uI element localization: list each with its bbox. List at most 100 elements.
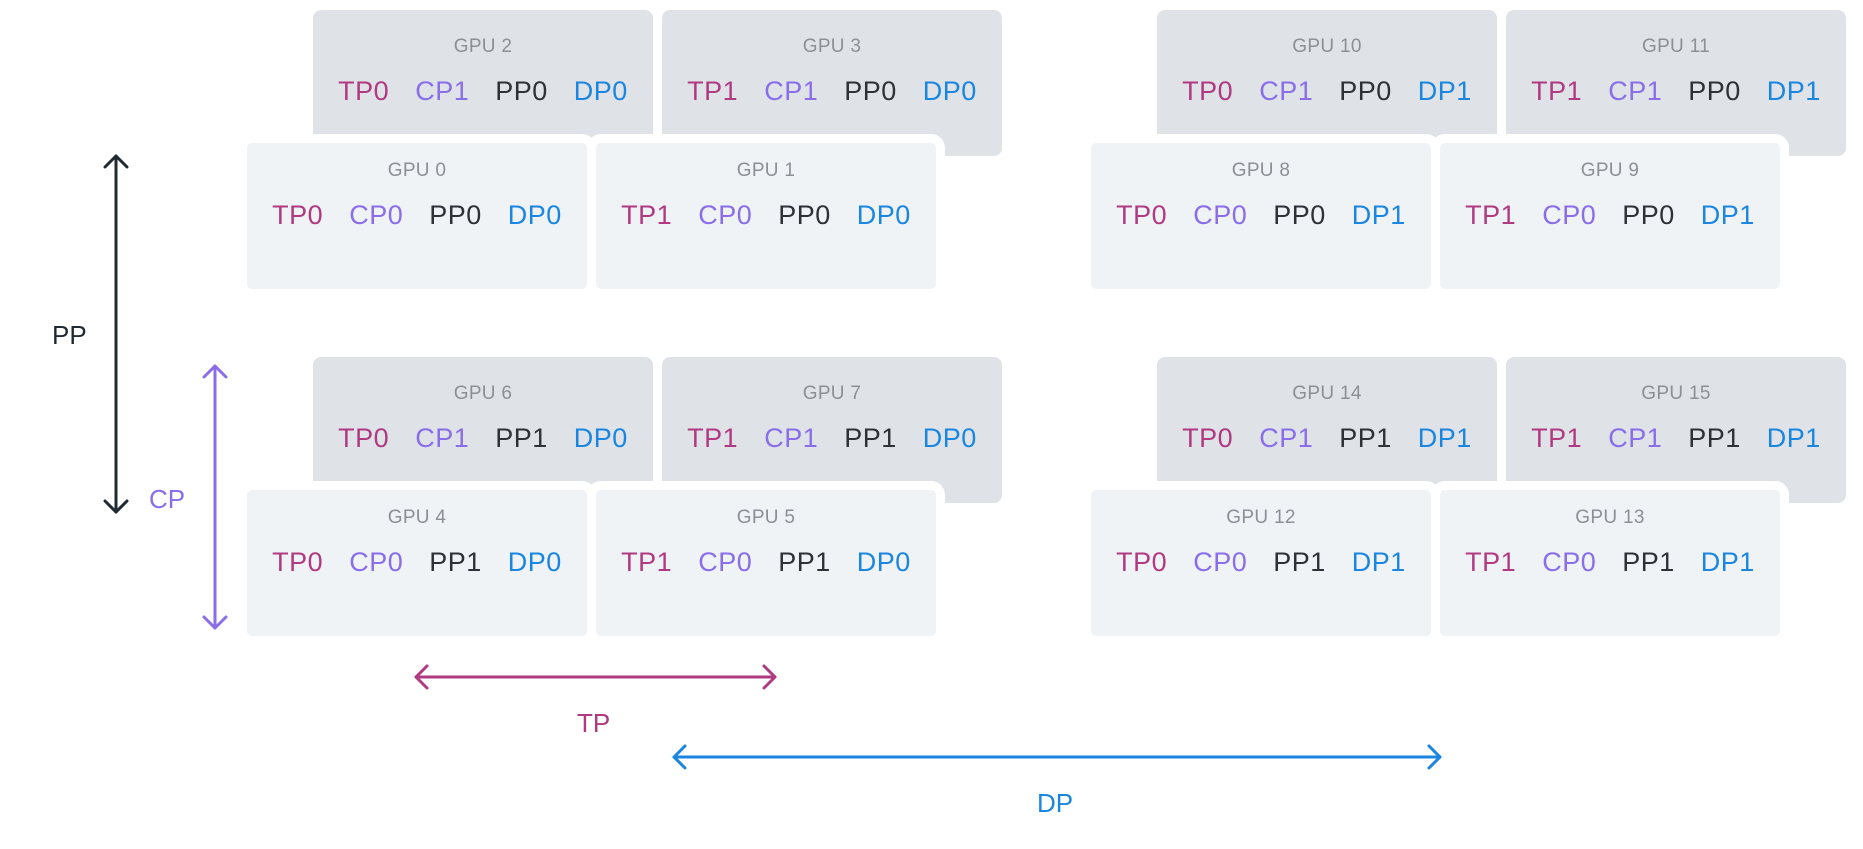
gpu-title: GPU 1: [736, 160, 796, 181]
gpu-title: GPU 0: [387, 160, 447, 181]
rank-tag-tp: TP1: [687, 76, 739, 106]
rank-tag-pp: PP0: [844, 76, 897, 106]
rank-tag-dp: DP0: [922, 76, 977, 106]
dp-arrow: [672, 744, 1442, 770]
gpu-3-card: GPU 3 TP1 CP1 PP0 DP0: [662, 10, 1002, 156]
gpu-title: GPU 14: [1292, 383, 1362, 404]
gpu-rank-tags: TP0 CP1 PP0 DP1: [1157, 76, 1497, 107]
gpu-title: GPU 5: [736, 507, 796, 528]
rank-tag-pp: PP1: [844, 423, 897, 453]
rank-tag-tp: TP0: [272, 547, 324, 577]
rank-tag-dp: DP1: [1766, 76, 1821, 106]
rank-tag-pp: PP1: [1688, 423, 1741, 453]
rank-tag-cp: CP1: [415, 423, 470, 453]
rank-tag-tp: TP1: [1465, 200, 1517, 230]
gpu-5-card: GPU 5 TP1 CP0 PP1 DP0: [587, 481, 945, 645]
rank-tag-tp: TP1: [1465, 547, 1517, 577]
rank-tag-tp: TP1: [621, 547, 673, 577]
rank-tag-pp: PP0: [1339, 76, 1392, 106]
gpu-title: GPU 9: [1580, 160, 1640, 181]
rank-tag-cp: CP0: [698, 200, 753, 230]
gpu-14-card: GPU 14 TP0 CP1 PP1 DP1: [1157, 357, 1497, 503]
gpu-rank-tags: TP1 CP0 PP1 DP1: [1440, 547, 1780, 578]
gpu-title: GPU 3: [802, 36, 862, 57]
rank-tag-dp: DP0: [573, 423, 628, 453]
rank-tag-dp: DP1: [1417, 423, 1472, 453]
rank-tag-tp: TP0: [338, 76, 390, 106]
gpu-title: GPU 10: [1292, 36, 1362, 57]
rank-tag-dp: DP1: [1766, 423, 1821, 453]
pp-axis-label: PP: [52, 320, 87, 350]
rank-tag-cp: CP0: [698, 547, 753, 577]
rank-tag-cp: CP0: [1193, 547, 1248, 577]
rank-tag-cp: CP1: [1608, 76, 1663, 106]
rank-tag-pp: PP1: [1273, 547, 1326, 577]
rank-tag-dp: DP1: [1417, 76, 1472, 106]
rank-tag-tp: TP0: [1116, 200, 1168, 230]
rank-tag-dp: DP1: [1351, 547, 1406, 577]
rank-tag-pp: PP0: [495, 76, 548, 106]
gpu-rank-tags: TP0 CP0 PP1 DP0: [247, 547, 587, 578]
gpu-10-card: GPU 10 TP0 CP1 PP0 DP1: [1157, 10, 1497, 156]
rank-tag-tp: TP0: [338, 423, 390, 453]
rank-tag-dp: DP0: [507, 200, 562, 230]
rank-tag-cp: CP0: [1193, 200, 1248, 230]
rank-tag-cp: CP1: [764, 76, 819, 106]
pp-arrow: [103, 154, 129, 514]
rank-tag-pp: PP1: [1622, 547, 1675, 577]
gpu-4-card: GPU 4 TP0 CP0 PP1 DP0: [238, 481, 596, 645]
gpu-13-card: GPU 13 TP1 CP0 PP1 DP1: [1431, 481, 1789, 645]
gpu-rank-tags: TP0 CP0 PP1 DP1: [1091, 547, 1431, 578]
rank-tag-cp: CP0: [349, 547, 404, 577]
gpu-title: GPU 13: [1575, 507, 1645, 528]
rank-tag-cp: CP0: [1542, 547, 1597, 577]
rank-tag-pp: PP0: [429, 200, 482, 230]
rank-tag-tp: TP1: [687, 423, 739, 453]
gpu-rank-tags: TP1 CP1 PP0 DP0: [662, 76, 1002, 107]
rank-tag-cp: CP1: [1259, 423, 1314, 453]
rank-tag-dp: DP0: [922, 423, 977, 453]
rank-tag-dp: DP0: [573, 76, 628, 106]
rank-tag-pp: PP0: [1622, 200, 1675, 230]
rank-tag-dp: DP0: [856, 200, 911, 230]
rank-tag-cp: CP1: [415, 76, 470, 106]
cp-arrow: [202, 364, 228, 630]
rank-tag-dp: DP0: [856, 547, 911, 577]
rank-tag-pp: PP1: [778, 547, 831, 577]
rank-tag-cp: CP1: [1608, 423, 1663, 453]
rank-tag-pp: PP1: [429, 547, 482, 577]
rank-tag-pp: PP1: [1339, 423, 1392, 453]
rank-tag-tp: TP0: [1116, 547, 1168, 577]
tp-arrow: [414, 664, 777, 690]
rank-tag-dp: DP0: [507, 547, 562, 577]
rank-tag-cp: CP0: [1542, 200, 1597, 230]
gpu-title: GPU 7: [802, 383, 862, 404]
gpu-rank-tags: TP0 CP1 PP1 DP1: [1157, 423, 1497, 454]
rank-tag-tp: TP1: [621, 200, 673, 230]
rank-tag-dp: DP1: [1700, 547, 1755, 577]
gpu-title: GPU 4: [387, 507, 447, 528]
rank-tag-cp: CP1: [1259, 76, 1314, 106]
gpu-title: GPU 6: [453, 383, 513, 404]
rank-tag-tp: TP0: [1182, 76, 1234, 106]
rank-tag-tp: TP0: [1182, 423, 1234, 453]
gpu-title: GPU 11: [1642, 36, 1710, 57]
rank-tag-pp: PP1: [495, 423, 548, 453]
gpu-title: GPU 2: [453, 36, 513, 57]
rank-tag-tp: TP1: [1531, 423, 1583, 453]
rank-tag-pp: PP0: [1273, 200, 1326, 230]
gpu-title: GPU 8: [1231, 160, 1291, 181]
